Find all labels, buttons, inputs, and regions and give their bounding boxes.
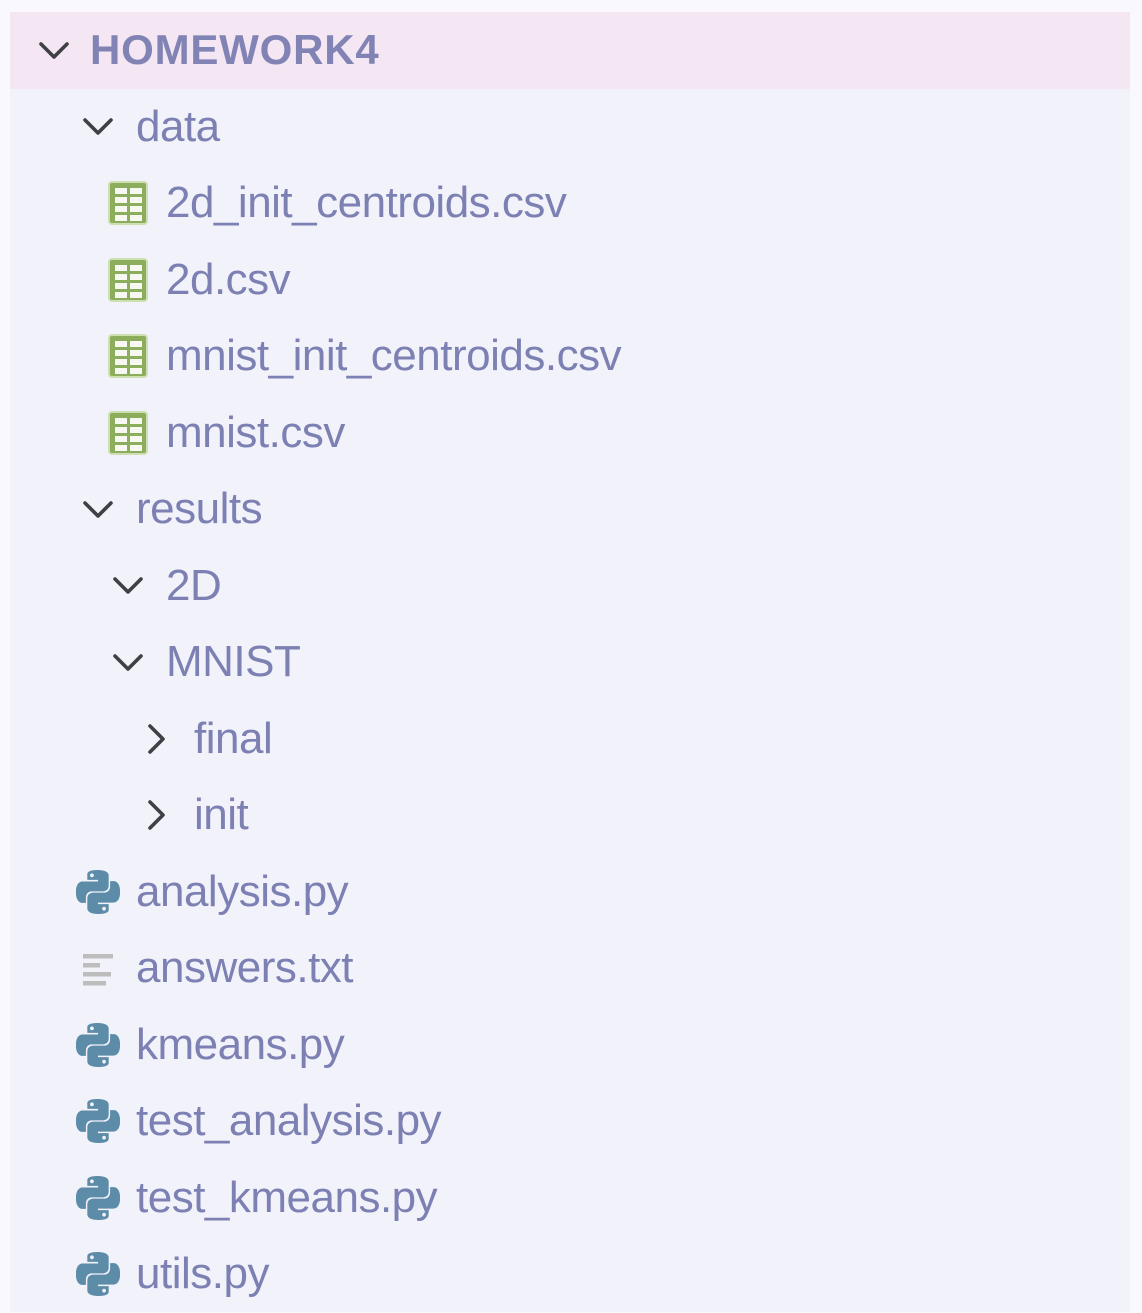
tree-item-label: init [194, 790, 249, 840]
chevron-right-icon[interactable] [134, 713, 178, 765]
tree-item-2d-csv[interactable]: 2d.csv [10, 242, 1130, 319]
csv-table-icon [106, 254, 150, 306]
tree-item-label: 2D [166, 560, 222, 610]
csv-table-icon [106, 177, 150, 229]
tree-item-label: HOMEWORK4 [90, 26, 380, 74]
python-icon [76, 866, 120, 918]
tree-item-init[interactable]: init [10, 777, 1130, 854]
tree-item-final[interactable]: final [10, 701, 1130, 778]
chevron-down-icon[interactable] [76, 483, 120, 535]
tree-item-homework4[interactable]: HOMEWORK4 [10, 12, 1130, 89]
tree-item-label: test_kmeans.py [136, 1172, 438, 1222]
chevron-down-icon[interactable] [32, 24, 76, 76]
tree-item-label: utils.py [136, 1249, 269, 1299]
python-icon [76, 1172, 120, 1224]
csv-table-icon [106, 330, 150, 382]
tree-item-utils-py[interactable]: utils.py [10, 1236, 1130, 1313]
tree-item-label: answers.txt [136, 943, 354, 993]
tree-item-label: data [136, 101, 220, 151]
chevron-right-icon[interactable] [134, 789, 178, 841]
python-icon [76, 1095, 120, 1147]
tree-item-mnist-init-centroids-csv[interactable]: mnist_init_centroids.csv [10, 318, 1130, 395]
tree-item-label: 2d.csv [166, 254, 291, 304]
tree-item-2d[interactable]: 2D [10, 548, 1130, 625]
tree-item-results[interactable]: results [10, 471, 1130, 548]
tree-item-mnist[interactable]: MNIST [10, 624, 1130, 701]
tree-item-label: MNIST [166, 637, 301, 687]
tree-item-label: mnist.csv [166, 407, 345, 457]
chevron-down-icon[interactable] [106, 636, 150, 688]
tree-item-mnist-csv[interactable]: mnist.csv [10, 395, 1130, 472]
tree-item-label: test_analysis.py [136, 1096, 442, 1146]
tree-item-label: mnist_init_centroids.csv [166, 331, 622, 381]
csv-table-icon [106, 407, 150, 459]
tree-item-test-kmeans-py[interactable]: test_kmeans.py [10, 1160, 1130, 1237]
tree-item-label: results [136, 484, 263, 534]
tree-item-data[interactable]: data [10, 89, 1130, 166]
tree-item-label: 2d_init_centroids.csv [166, 178, 567, 228]
python-icon [76, 1019, 120, 1071]
python-icon [76, 1248, 120, 1300]
chevron-down-icon[interactable] [76, 101, 120, 153]
tree-item-kmeans-py[interactable]: kmeans.py [10, 1007, 1130, 1084]
tree-item-label: analysis.py [136, 866, 349, 916]
chevron-down-icon[interactable] [106, 560, 150, 612]
tree-item-label: final [194, 713, 273, 763]
file-explorer-panel: HOMEWORK4 data 2d_init_centroids.csv 2d.csv… [10, 12, 1130, 1312]
tree-item-test-analysis-py[interactable]: test_analysis.py [10, 1083, 1130, 1160]
text-file-icon [76, 942, 120, 994]
tree-item-answers-txt[interactable]: answers.txt [10, 930, 1130, 1007]
file-tree: HOMEWORK4 data 2d_init_centroids.csv 2d.csv… [10, 12, 1130, 1312]
tree-item-label: kmeans.py [136, 1019, 345, 1069]
tree-item-analysis-py[interactable]: analysis.py [10, 854, 1130, 931]
tree-item-2d-init-centroids-csv[interactable]: 2d_init_centroids.csv [10, 165, 1130, 242]
